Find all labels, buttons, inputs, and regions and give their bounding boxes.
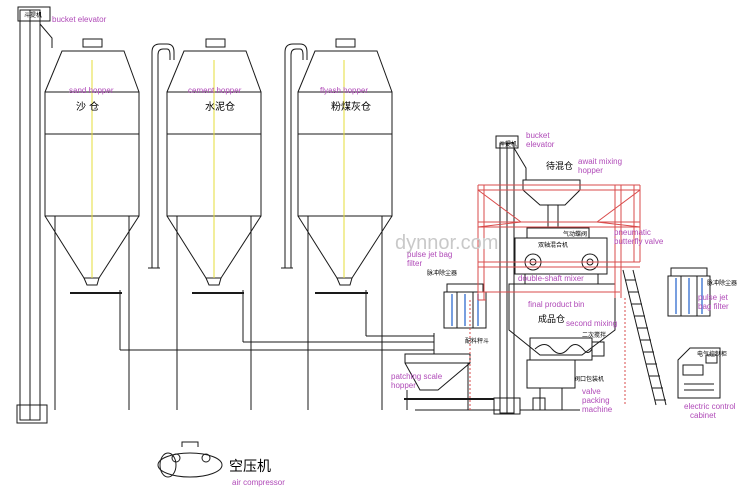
cn-flyash: 粉煤灰仓 [331,102,371,113]
label-valve-b: packing [582,396,610,405]
bucket-elevator-icon [493,135,527,415]
label-second-mixing: second mixing [566,319,618,328]
cn-compressor: 空压机 [229,459,271,475]
watermark: dynnor.com [395,232,499,254]
cn-cabinet-tag: 电气控制柜 [697,351,728,358]
label-bucket-2a: bucket [526,131,550,140]
cn-second-mix-tag: 二次搅拌 [582,332,607,339]
bucket-elevator-icon [16,6,53,424]
label-double-shaft-mixer: double-shaft mixer [518,274,584,283]
label-sand-hopper: sand hopper [69,86,114,95]
label-control-b: cabinet [690,411,716,420]
cn-batching: 配料秤斗 [465,338,490,345]
cn-sand: 沙 仓 [76,102,100,113]
label-final-product-bin: final product bin [528,300,585,309]
label-pulse-jet-left-a: pulse jet bag [407,250,453,259]
label-pneumatic-b: butterfly valve [614,237,664,246]
screw-conveyor-icon [529,337,605,361]
cn-elevator-tag-1: 斗提机 [24,12,43,19]
label-pulse-jet-right-b: bag filter [698,302,729,311]
label-valve-a: valve [582,387,601,396]
cn-mixer-tag: 双轴混合机 [538,242,569,249]
cn-cement: 水泥仓 [205,102,235,113]
label-bucket-elevator-1: bucket elevator [52,15,107,24]
steel-frame [469,184,641,410]
ladder-icon [622,269,667,406]
cn-final-bin: 成品仓 [538,315,566,325]
label-air-compressor: air compressor [232,478,285,487]
label-patching-b: hopper [391,381,416,390]
cn-filter-tag-left: 脉冲除尘器 [427,270,458,277]
label-pulse-jet-left-b: filter [407,259,423,268]
label-flyash-hopper: flyash hopper [320,86,369,95]
bag-filter-icon [667,267,711,317]
label-await-mixing-b: hopper [578,166,603,175]
label-cement-hopper: cement hopper [188,86,242,95]
cn-await: 待混仓 [546,162,574,172]
label-patching-a: patching scale [391,372,443,381]
label-pulse-jet-right-a: pulse jet [698,293,728,302]
cn-elevator-tag-2: 斗提机 [499,141,518,148]
cn-filter-tag-right: 脉冲除尘器 [707,280,738,287]
label-valve-b2: machine [582,405,613,414]
label-bucket-2b: elevator [526,140,555,149]
cn-valve-tag: 气动蝶阀 [563,231,588,238]
screw-conveyor-icon [70,292,494,400]
label-await-mixing-a: await mixing [578,157,623,166]
label-control-a: electric control [684,402,736,411]
air-compressor-icon [157,441,223,478]
cn-packer-tag: 阀口包装机 [574,376,605,383]
control-cabinet-icon [677,347,721,399]
label-pneumatic-a: pneumatic [614,228,651,237]
bag-filter-icon [443,283,487,329]
